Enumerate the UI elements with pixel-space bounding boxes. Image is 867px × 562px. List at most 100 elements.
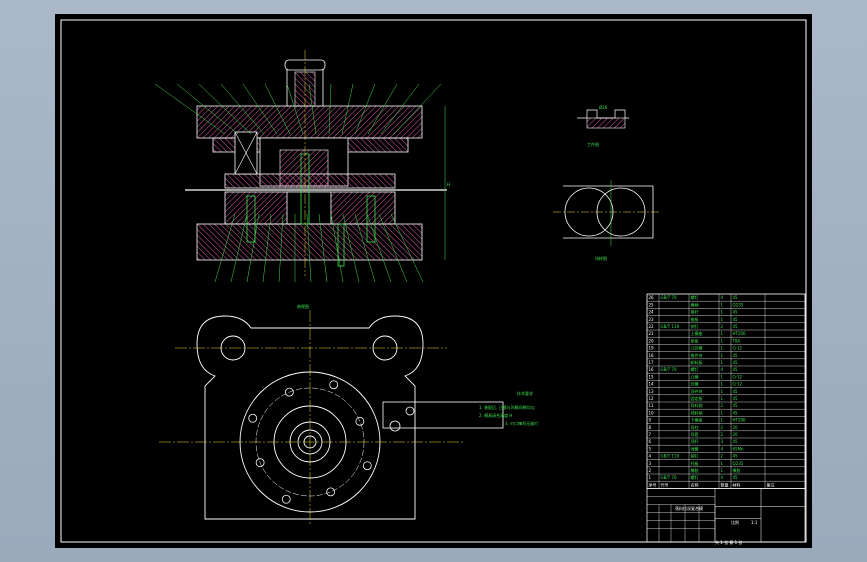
bom-cell: 19 bbox=[649, 346, 655, 351]
bom-cell: 顶件块 bbox=[691, 388, 703, 394]
bolt-hole bbox=[255, 458, 265, 468]
bolt-hole bbox=[355, 416, 365, 426]
bom-cell: 1 bbox=[721, 302, 724, 307]
bom-cell: T8A bbox=[732, 338, 741, 343]
bom-cell: 25 bbox=[649, 302, 655, 307]
tech-requirements: 技术要求 1. 装配后, 凸模与凹模间隙均匀 2. 模具闭合高度 H 3. 刃口… bbox=[479, 390, 538, 426]
bom-cell: 螺钉 bbox=[691, 474, 699, 480]
bom-cell: 4 bbox=[721, 295, 724, 300]
bom-cell: 推件块 bbox=[691, 352, 703, 358]
bolt-hole bbox=[284, 387, 294, 397]
bom-cell: 16 bbox=[649, 367, 655, 372]
tech-req-3: 3. 刃口锋利无崩刃 bbox=[505, 420, 538, 426]
bom-header-cell: 材料 bbox=[733, 481, 741, 487]
bom-cell: 7 bbox=[649, 432, 652, 437]
bom-cell: 45 bbox=[733, 410, 739, 415]
bom-cell: 4 bbox=[721, 367, 724, 372]
bom-cell: 推板 bbox=[691, 316, 699, 322]
bom-cell: 1 bbox=[721, 353, 724, 358]
bom-cell: 凸凹模 bbox=[691, 345, 703, 351]
bom-cell: Cr12 bbox=[733, 374, 743, 379]
bom-cell: 1 bbox=[721, 374, 724, 379]
bom-cell: 22 bbox=[649, 324, 655, 329]
bom-header-cell: 数量 bbox=[721, 481, 729, 487]
bom-cell: 1 bbox=[721, 389, 724, 394]
strip-layout: 排样图 bbox=[553, 180, 661, 261]
bom-cell: 1 bbox=[721, 310, 724, 315]
bom-cell: 推杆 bbox=[691, 309, 699, 315]
bom-cell: 26 bbox=[649, 295, 655, 300]
bom-cell: 45 bbox=[733, 475, 739, 480]
bom-cell: Q235 bbox=[733, 302, 744, 307]
bom-cell: 顶杆 bbox=[691, 438, 699, 444]
bom-cell: 13 bbox=[649, 389, 655, 394]
scale-value: 1:1 bbox=[751, 520, 758, 525]
bom-cell: 3 bbox=[649, 461, 652, 466]
bom-cell: GB/T 70 bbox=[661, 295, 677, 300]
bom-cell: Cr12 bbox=[733, 346, 743, 351]
bom-cell: 18 bbox=[649, 353, 655, 358]
bom-cell: 45 bbox=[733, 310, 739, 315]
bom-cell: 导柱 bbox=[691, 424, 699, 430]
bom-cell: 65Mn bbox=[733, 446, 745, 451]
bom-cell: GB/T 70 bbox=[661, 475, 677, 480]
bom-cell: Q235 bbox=[733, 461, 744, 466]
bom-cell: 10 bbox=[649, 410, 655, 415]
bom-cell: 5 bbox=[649, 446, 652, 451]
bom-cell: 1 bbox=[721, 461, 724, 466]
bom-cell: 固定板 bbox=[691, 395, 703, 401]
bom-cell: 45 bbox=[733, 353, 739, 358]
bom-cell: 1 bbox=[721, 360, 724, 365]
bom-cell: 45 bbox=[733, 454, 739, 459]
bom-cell: 2 bbox=[649, 468, 652, 473]
part-label: 工件图 bbox=[587, 141, 599, 147]
bom-cell: 45 bbox=[733, 439, 739, 444]
upper-die-base bbox=[196, 105, 423, 139]
bolt-hole bbox=[362, 461, 372, 471]
bom-cell: 4 bbox=[649, 454, 652, 459]
bom-cell: 3 bbox=[721, 439, 724, 444]
bom-cell: 1 bbox=[721, 468, 724, 473]
tech-req-title: 技术要求 bbox=[517, 390, 533, 396]
drawing-sheet: A-A bbox=[55, 14, 812, 548]
bom-cell: 45 bbox=[733, 317, 739, 322]
bom-cell: 20 bbox=[733, 432, 739, 437]
bom-cell: 1 bbox=[721, 410, 724, 415]
screw-left bbox=[246, 195, 256, 243]
bom-cell: 20 bbox=[733, 425, 739, 430]
bom-cell: 1 bbox=[721, 317, 724, 322]
bom-cell: 销钉 bbox=[691, 323, 699, 329]
bom-cell: 橡胶 bbox=[691, 467, 699, 473]
bom-cell: GB/T 70 bbox=[661, 367, 677, 372]
strip-guide bbox=[382, 401, 504, 429]
bom-header-cell: 名称 bbox=[691, 481, 699, 487]
bom-cell: 4 bbox=[721, 475, 724, 480]
bom-cell: 1 bbox=[721, 396, 724, 401]
bom-cell: 2 bbox=[721, 403, 724, 408]
part-dim: Ø26 bbox=[599, 105, 608, 110]
bom-cell: 垫板 bbox=[691, 337, 699, 343]
cad-drawing: A-A bbox=[60, 19, 807, 545]
bom-cell: 导料销 bbox=[691, 402, 703, 408]
bom-cell: 45 bbox=[733, 367, 739, 372]
bom-cell: 45 bbox=[733, 389, 739, 394]
bom-cell: 45 bbox=[733, 403, 739, 408]
bom-cell: 1 bbox=[721, 418, 724, 423]
bom-header-cell: 备注 bbox=[767, 481, 775, 487]
bom-cell: 销钉 bbox=[691, 453, 699, 459]
screw-right bbox=[366, 195, 376, 243]
bom-cell: 螺钉 bbox=[691, 294, 699, 300]
bom-cell: 导套 bbox=[691, 431, 699, 437]
part-drawing: Ø26 工件图 bbox=[577, 105, 629, 147]
bom-cell: 14 bbox=[649, 382, 655, 387]
bolt-hole bbox=[326, 487, 336, 497]
bom-cell: Cr12 bbox=[733, 382, 743, 387]
bom-cell: HT200 bbox=[733, 418, 747, 423]
drawing-name: 落料拉深复合模 bbox=[675, 505, 703, 511]
bom-cell: 1 bbox=[721, 331, 724, 336]
bom-header-cell: 代号 bbox=[661, 481, 669, 487]
bom-cell: 模柄 bbox=[691, 301, 699, 307]
bom-cell: 弹簧 bbox=[691, 445, 699, 451]
